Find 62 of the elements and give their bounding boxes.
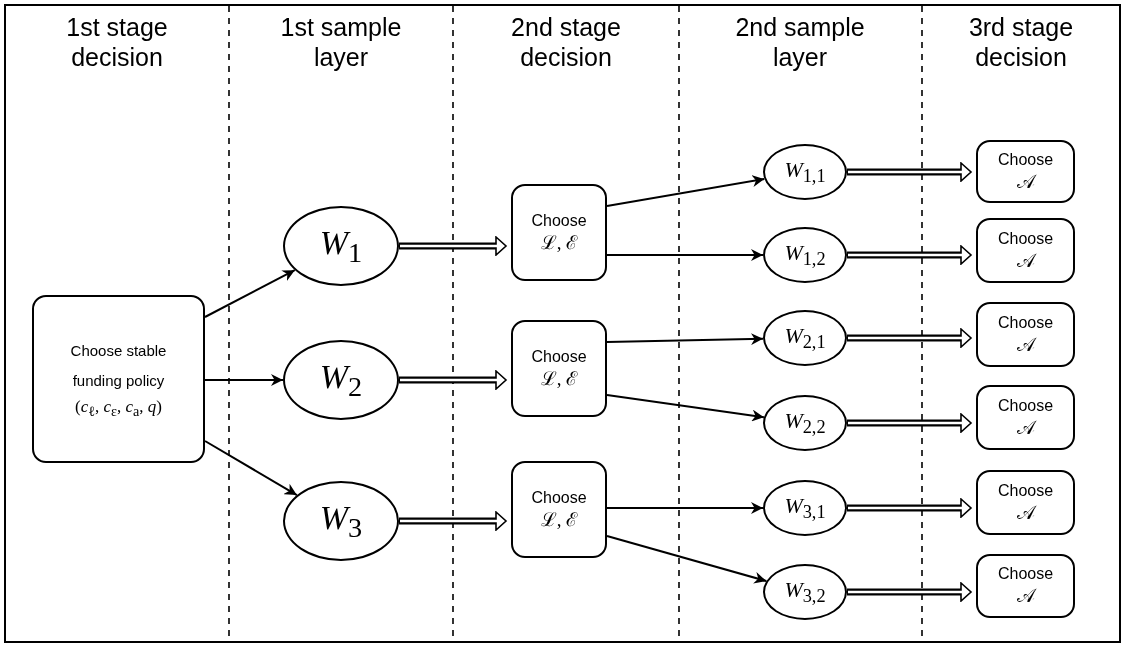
arrow <box>606 502 764 514</box>
math-label: W$_{2}$ <box>319 356 363 404</box>
node-label: Choose stable funding policy <box>69 341 168 392</box>
node-label: Choose <box>531 210 587 231</box>
column-heading: 2nd sample layer <box>734 12 866 72</box>
node-label: Choose <box>997 312 1054 333</box>
math-label: W$_{1}$ <box>319 222 363 270</box>
decision-box <box>511 461 607 558</box>
column-heading: 2nd stage decision <box>510 12 622 72</box>
double-arrow <box>847 498 972 518</box>
arrow <box>606 333 764 346</box>
math-label: ℒ, ℰ <box>540 230 578 255</box>
column-heading: 3rd stage decision <box>967 12 1075 72</box>
double-arrow <box>847 328 972 348</box>
decision-box <box>511 184 607 281</box>
math-label: 𝒜 <box>1016 248 1035 273</box>
math-label: W$_{3}$ <box>319 497 363 545</box>
math-label: 𝒜 <box>1016 584 1035 608</box>
math-label: ℒ, ℰ <box>540 366 578 391</box>
double-arrow <box>847 413 972 433</box>
decision-box <box>511 320 607 417</box>
decision-box <box>976 554 1075 618</box>
sample-ellipse <box>763 564 847 620</box>
decision-box <box>976 140 1075 203</box>
double-arrow <box>399 511 507 531</box>
node-label: Choose <box>997 149 1054 170</box>
math-label: W$_{1,2}$ <box>784 238 826 272</box>
double-arrow <box>399 236 507 256</box>
double-arrow <box>847 162 972 182</box>
math-label: W$_{2,1}$ <box>784 321 826 355</box>
arrow <box>204 440 298 497</box>
decision-box <box>976 385 1075 450</box>
arrow <box>606 175 766 207</box>
arrow <box>606 249 764 261</box>
column-heading: 1st stage decision <box>65 12 169 72</box>
math-label: 𝒜 <box>1016 500 1035 525</box>
decision-box <box>976 302 1075 367</box>
column-heading: 1st sample layer <box>279 12 403 72</box>
arrow <box>204 374 284 386</box>
double-arrow <box>399 370 507 390</box>
double-arrow <box>847 245 972 265</box>
math-label: 𝒜 <box>1016 332 1035 357</box>
node-label: Choose <box>997 480 1054 501</box>
math-label: 𝒜 <box>1016 169 1035 194</box>
decision-box <box>32 295 205 463</box>
decision-box <box>976 218 1075 283</box>
math-label: W$_{2,2}$ <box>784 406 826 440</box>
math-label: W$_{3,2}$ <box>784 575 826 609</box>
arrow <box>606 394 765 422</box>
double-arrow <box>847 582 972 602</box>
math-label: ℒ, ℰ <box>540 507 578 532</box>
node-label: Choose <box>531 487 587 508</box>
node-label: Choose <box>531 346 587 367</box>
node-label: Choose <box>997 228 1054 249</box>
math-label: (c$_{ℓ}$, c$_{ε}$, c$_{a}$, q) <box>75 396 162 422</box>
node-label: Choose <box>997 564 1054 585</box>
decision-box <box>976 470 1075 535</box>
node-label: Choose <box>997 395 1054 416</box>
math-label: W$_{1,1}$ <box>784 155 826 189</box>
math-label: 𝒜 <box>1016 415 1035 440</box>
math-label: W$_{3,1}$ <box>784 491 826 525</box>
arrow <box>204 269 296 318</box>
